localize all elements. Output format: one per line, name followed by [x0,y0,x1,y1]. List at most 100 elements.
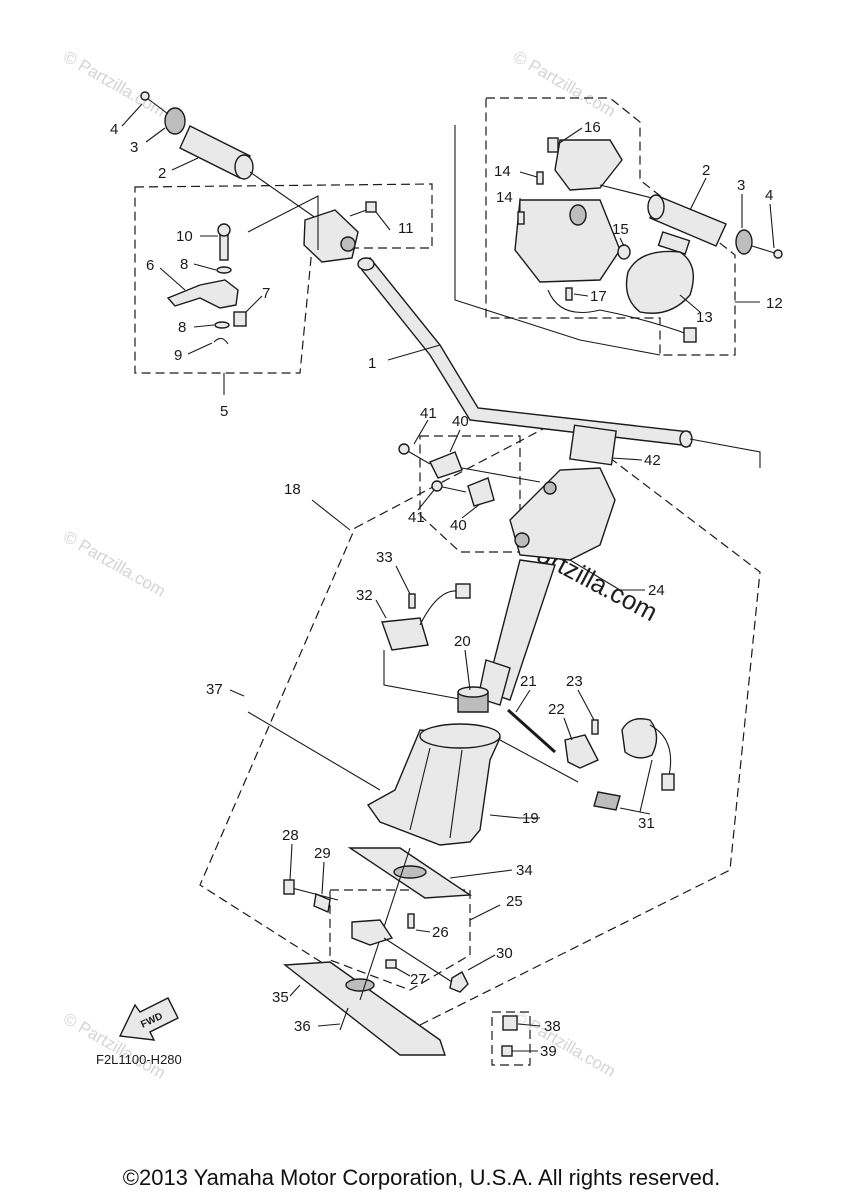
box-18 [199,419,761,1026]
sensor-31-connector [661,773,675,791]
label-26: 26 [432,924,449,941]
label-5: 5 [220,403,228,420]
holder-hole-left [514,532,530,548]
leader-1 [387,344,441,361]
label-15: 15 [612,221,629,238]
switch-wire [547,289,691,336]
link-24 [569,559,621,591]
label-24: 24 [648,582,665,599]
label-30: 30 [496,945,513,962]
leader-33 [395,565,411,595]
column-housing [247,711,521,846]
label-32: 32 [356,587,373,604]
leader-2l [171,157,199,171]
bolt-28-head [283,879,295,895]
copyright-notice: ©2013 Yamaha Motor Corporation, U.S.A. A… [122,1165,721,1190]
watermark-1: © Partzilla.com [60,47,169,121]
box-40 [419,435,521,553]
leader-8b [193,324,215,328]
leader-41a [413,419,429,445]
label-1: 1 [368,355,376,372]
screw-17 [565,287,573,301]
leader-40b [461,503,481,519]
leader-14a [519,171,538,178]
right-grip-cap [735,229,753,255]
right-grip-group [599,184,783,259]
bolt-41a [405,449,431,465]
label-41b: 41 [408,509,425,526]
leader-17 [573,293,589,297]
screw-33 [408,593,416,609]
washer-29 [313,893,331,913]
bracket-40a [429,451,463,479]
leader-29 [321,861,325,895]
label-18: 18 [284,481,301,498]
label-36: 36 [294,1018,311,1035]
label-3-right: 3 [737,177,745,194]
label-2-left: 2 [158,165,166,182]
leader-42 [611,457,643,461]
gasket-34-hole [393,865,427,879]
leader-36 [317,1023,341,1027]
link-31 [619,759,653,813]
leader-22 [563,717,573,741]
handlebar-end-left [357,257,375,271]
fwd-arrow-shape [118,997,179,1041]
housing-19 [366,729,502,846]
leader-8a [193,263,217,271]
throttle-lever-assembly [166,195,377,345]
leader-15 [619,237,625,247]
label-14b: 14 [496,189,513,206]
right-grip-screw-head [773,249,783,259]
leader-28 [289,843,293,881]
label-17: 17 [590,288,607,305]
bolt-41b [437,485,467,493]
label-42: 42 [644,452,661,469]
holder-hole-top [543,481,557,495]
box-38 [491,1011,531,1066]
bearing-20-top [457,686,489,698]
bearing-group [457,686,489,713]
leader-20 [464,649,471,691]
sensor-31 [621,718,658,759]
leader-21 [515,689,531,713]
left-grip-group [140,91,331,229]
leader-16 [557,127,583,145]
leader-6 [159,267,186,291]
label-12: 12 [766,295,783,312]
leader-2r [689,177,707,211]
block-25 [351,919,394,946]
label-40a: 40 [452,413,469,430]
spring-7 [233,311,247,327]
left-grip-cap [164,107,186,135]
label-8a: 8 [180,256,188,273]
sensor-group [381,583,471,701]
screw-26 [407,913,415,929]
sensor-connector [455,583,471,599]
fwd-arrow: FWD [118,997,179,1041]
grip-axis-right [599,184,661,201]
pad-42 [569,424,617,466]
lever-bracket [303,209,359,263]
leader-35 [289,984,301,997]
label-34: 34 [516,862,533,879]
leader-4r [769,203,775,249]
watermark-4: © Partzilla.com [510,1007,619,1081]
label-39: 39 [540,1043,557,1060]
box-12 [485,97,736,356]
label-4-left: 4 [110,121,118,138]
leader-11 [375,211,391,231]
screw-23 [591,719,599,735]
label-29: 29 [314,845,331,862]
link-32 [383,650,466,701]
spring-13 [657,231,691,255]
handlebar [357,256,761,468]
leader-27 [395,967,411,977]
steering-shaft [485,559,556,701]
lever-bracket-hole [340,236,356,252]
nut-30 [449,971,469,993]
screw-36 [339,1007,349,1031]
bracket-12 [454,125,661,356]
leader-40a [449,429,461,453]
screw-14a [536,171,544,185]
